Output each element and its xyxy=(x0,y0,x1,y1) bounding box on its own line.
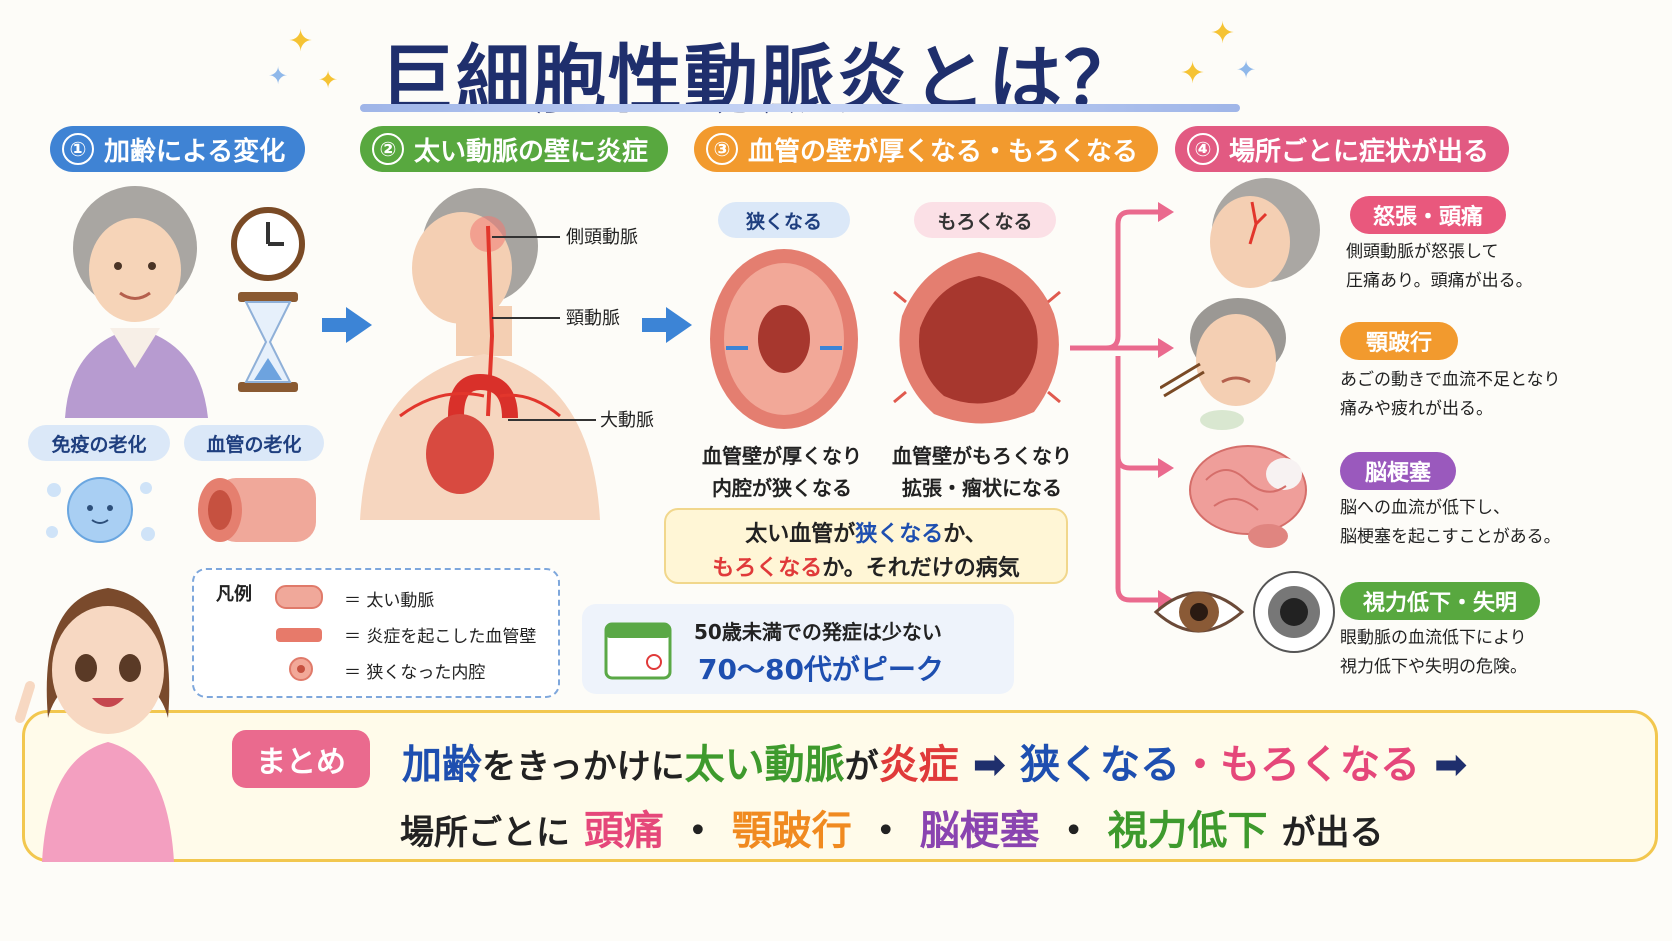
fragile-vessel-cross-section xyxy=(893,252,1061,424)
summary-line-1: 加齢をきっかけに太い動脈が炎症 ➡ 狭くなる・もろくなる ➡ xyxy=(402,742,1468,788)
symptom-stroke-title: 脳梗塞 xyxy=(1340,452,1456,490)
symptom-stroke-desc: 脳への血流が低下し、 脳梗塞を起こすことがある。 xyxy=(1340,498,1561,547)
aorta-label: 大動脈 xyxy=(600,410,654,431)
section-label: 太い動脈の壁に炎症 xyxy=(414,136,649,167)
symptom-vision-title: 視力低下・失明 xyxy=(1340,582,1540,620)
hourglass-icon xyxy=(238,292,298,392)
sparkle-icon: ✦ xyxy=(1180,56,1206,91)
narrow-label: 狭くなる xyxy=(718,202,850,238)
large-artery-swatch xyxy=(275,585,323,609)
step-number: ① xyxy=(62,133,94,165)
symptom-vision-desc: 眼動脈の血流低下により 視力低下や失明の危険。 xyxy=(1340,628,1527,677)
leader-line xyxy=(492,236,560,238)
step-number: ④ xyxy=(1187,133,1219,165)
jaw-claudication-illustration xyxy=(1160,298,1286,430)
vessel-aging-label: 血管の老化 xyxy=(184,425,324,461)
section-4-header: ④ 場所ごとに症状が出る xyxy=(1175,126,1510,172)
branch-arrows xyxy=(1070,202,1174,610)
leader-line xyxy=(492,317,560,319)
sparkle-icon: ✦ xyxy=(288,24,314,59)
arrow-right-icon xyxy=(346,307,372,343)
symptom-headache-desc: 側頭動脈が怒張して 圧痛あり。頭痛が出る。 xyxy=(1346,242,1533,291)
temporal-artery-label: 側頭動脈 xyxy=(566,227,638,248)
symptom-jaw-desc: あごの動きで血流不足となり 痛みや疲れが出る。 xyxy=(1340,370,1561,419)
sparkle-icon: ✦ xyxy=(318,66,339,94)
step-number: ③ xyxy=(706,133,738,165)
aged-vessel-icon xyxy=(198,478,316,542)
elderly-woman-illustration xyxy=(65,186,208,418)
section-3-header: ③ 血管の壁が厚くなる・もろくなる xyxy=(694,126,1159,172)
sparkle-icon: ✦ xyxy=(1210,16,1236,51)
sparkle-icon: ✦ xyxy=(268,62,289,90)
carotid-artery-label: 頸動脈 xyxy=(566,308,620,329)
narrow-caption: 血管壁が厚くなり 内腔が狭くなる xyxy=(702,444,862,500)
temporal-headache-illustration xyxy=(1210,178,1320,288)
brain-illustration xyxy=(1189,445,1307,548)
flow-arrow-stem xyxy=(642,318,668,332)
legend-item: ＝ 炎症を起こした血管壁 xyxy=(344,627,537,647)
narrowed-lumen-swatch xyxy=(289,657,313,681)
symptom-headache-title: 怒張・頭痛 xyxy=(1350,196,1506,234)
step-number: ② xyxy=(372,133,404,165)
section-label: 加齢による変化 xyxy=(104,136,286,167)
section-label: 場所ごとに症状が出る xyxy=(1229,136,1490,167)
fragile-label: もろくなる xyxy=(914,202,1056,238)
clock-icon xyxy=(231,207,305,281)
sparkle-icon: ✦ xyxy=(1236,56,1257,84)
immune-cell-icon xyxy=(46,477,155,543)
key-message-box: 太い血管が狭くなるか、 もろくなるか。それだけの病気 xyxy=(664,508,1068,584)
leader-line xyxy=(508,419,596,421)
onset-box: 50歳未満での発症は少ない 70〜80代がピーク xyxy=(582,604,1014,694)
summary-badge: まとめ xyxy=(232,730,370,788)
nurse-illustration xyxy=(15,588,174,862)
immune-aging-label: 免疫の老化 xyxy=(28,425,170,461)
narrowed-vessel-cross-section xyxy=(710,249,858,429)
summary-line-2: 場所ごとに 頭痛 ・ 顎跛行 ・ 脳梗塞 ・ 視力低下 が出る xyxy=(400,808,1384,854)
arrow-right-icon xyxy=(666,307,692,343)
eye-vision-illustration xyxy=(1153,571,1335,653)
flow-arrow-stem xyxy=(322,318,348,332)
legend-box: 凡例 ＝ 太い動脈 ＝ 炎症を起こした血管壁 ＝ 狭くなった内腔 xyxy=(192,568,560,698)
title-underline xyxy=(360,104,1240,112)
section-label: 血管の壁が厚くなる・もろくなる xyxy=(748,136,1139,167)
legend-item: ＝ 太い動脈 xyxy=(344,591,435,611)
fragile-caption: 血管壁がもろくなり 拡張・瘤状になる xyxy=(892,444,1072,500)
onset-rare-text: 50歳未満での発症は少ない xyxy=(694,620,942,644)
onset-peak-text: 70〜80代がピーク xyxy=(698,653,944,686)
inflamed-wall-swatch xyxy=(276,628,322,642)
section-1-header: ① 加齢による変化 xyxy=(50,126,306,172)
calendar-icon xyxy=(604,622,672,680)
section-2-header: ② 太い動脈の壁に炎症 xyxy=(360,126,669,172)
symptom-jaw-title: 顎跛行 xyxy=(1340,322,1458,360)
anatomy-illustration xyxy=(360,188,600,520)
legend-item: ＝ 狭くなった内腔 xyxy=(344,663,486,683)
legend-title: 凡例 xyxy=(216,584,252,605)
